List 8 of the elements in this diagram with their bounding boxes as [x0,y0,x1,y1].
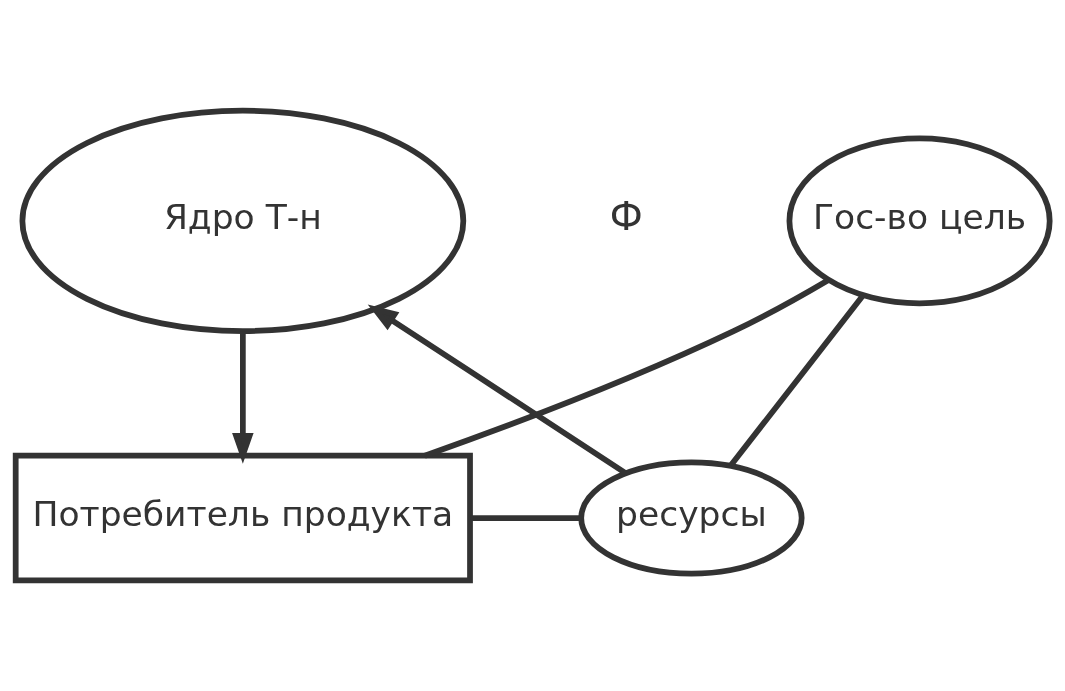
node-ellipse: ресурсы [578,459,805,577]
arrow [232,331,254,464]
arrow [367,304,628,476]
connector [470,515,582,521]
label: Ф [609,194,643,240]
node-box: Потребитель продукта [12,452,473,584]
connector [423,277,830,459]
node-ellipse: Гос-во цель [786,135,1053,307]
